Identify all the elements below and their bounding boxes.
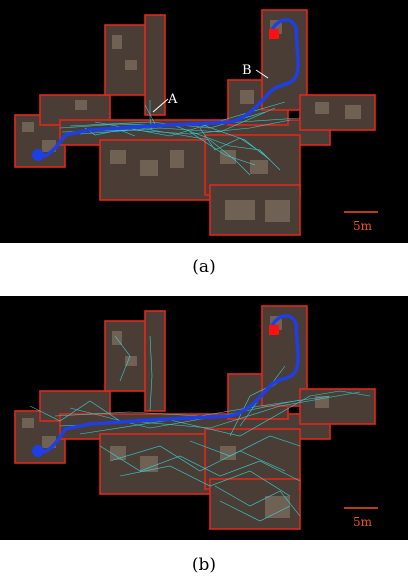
marker-a-label: A: [167, 92, 178, 107]
map-panel-b: 5m: [0, 296, 408, 540]
scale-bar-label-a: 5m: [353, 219, 373, 233]
exploration-tree-b: [29, 335, 371, 522]
scale-bar-label-b: 5m: [353, 515, 373, 529]
marker-a-line: [152, 98, 169, 113]
corridor-north: [144, 14, 166, 116]
goal-point-b: [269, 325, 279, 335]
start-point-a: [32, 149, 44, 161]
map-a-svg: A B 5m: [14, 9, 378, 236]
goal-point-a: [269, 29, 279, 39]
start-point-b: [32, 445, 44, 457]
caption-a: (a): [192, 257, 216, 277]
map-panel-a: A B 5m: [0, 0, 408, 243]
floorplan-b: [14, 305, 376, 530]
marker-b-line: [255, 69, 269, 79]
robot-path-b: [36, 314, 300, 454]
floorplan-a: [14, 9, 376, 236]
robot-path-a: [36, 18, 300, 158]
room-east: [299, 94, 376, 131]
map-b-svg: 5m: [14, 305, 378, 530]
caption-b: (b): [191, 555, 217, 575]
marker-b-label: B: [242, 63, 252, 78]
